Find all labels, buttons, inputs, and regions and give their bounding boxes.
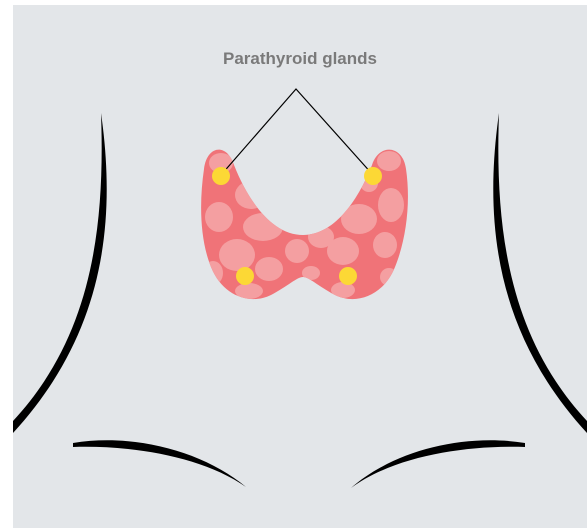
parathyroid-gland-lower-right xyxy=(339,267,357,285)
parathyroid-gland-upper-right xyxy=(364,167,382,185)
diagram-panel: Parathyroid glands xyxy=(13,5,587,528)
shoulder-left-curve xyxy=(73,440,246,487)
parathyroid-gland-upper-left xyxy=(212,167,230,185)
shoulder-right-curve xyxy=(351,440,525,488)
neck-left-curve xyxy=(13,113,107,433)
parathyroid-gland-lower-left xyxy=(236,267,254,285)
leader-lines xyxy=(221,89,373,175)
neck-right-curve xyxy=(493,113,587,433)
neck-diagram xyxy=(13,5,587,528)
